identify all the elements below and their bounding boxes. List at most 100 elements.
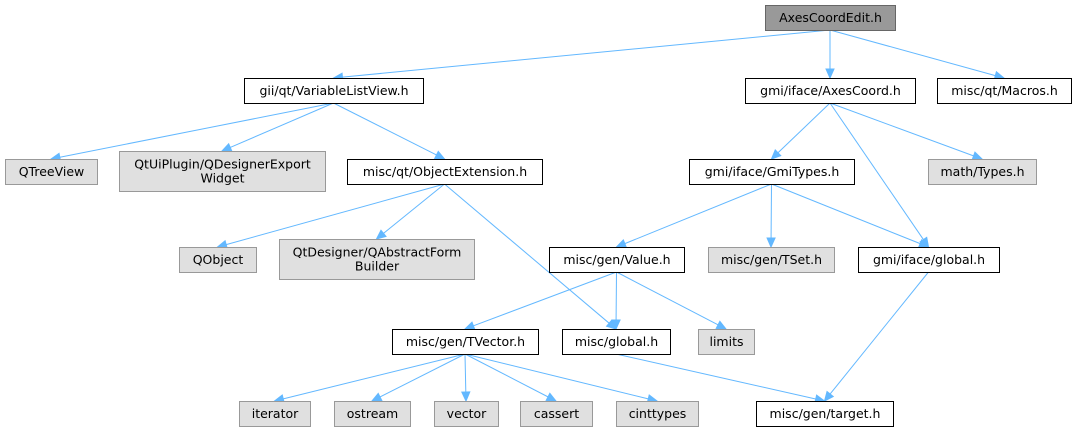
node-label: Widget	[200, 171, 244, 186]
node-label: QTreeView	[19, 164, 85, 179]
node-box	[689, 159, 855, 185]
node-qobject[interactable]: QObject	[179, 247, 257, 273]
node-label: AxesCoordEdit.h	[779, 10, 882, 25]
edge-arrowhead	[220, 142, 233, 152]
node-box	[434, 401, 499, 427]
edge-variablelistview-to-objectextension	[333, 102, 446, 160]
node-label: vector	[447, 406, 488, 421]
node-label: limits	[709, 334, 743, 349]
node-cassert[interactable]: cassert	[520, 401, 593, 427]
node-box	[708, 247, 835, 273]
edge-line	[283, 353, 466, 400]
node-tset[interactable]: misc/gen/TSet.h	[708, 247, 835, 273]
node-axescoordedit[interactable]: AxesCoordEdit.h	[765, 5, 896, 31]
edge-line	[464, 353, 549, 398]
node-label: cinttypes	[629, 406, 687, 421]
node-box	[520, 401, 593, 427]
edge-arrowhead	[370, 392, 383, 402]
node-label: math/Types.h	[941, 164, 1025, 179]
node-vector[interactable]: vector	[434, 401, 499, 427]
node-box	[549, 247, 685, 273]
node-box	[937, 78, 1072, 104]
node-gmitypes[interactable]: gmi/iface/GmiTypes.h	[689, 159, 855, 185]
node-variablelistview[interactable]: gii/qt/VariableListView.h	[244, 78, 424, 104]
node-ostream[interactable]: ostream	[334, 401, 411, 427]
node-box	[562, 329, 671, 355]
node-box	[244, 78, 424, 104]
node-box	[756, 401, 894, 427]
edge-line	[379, 353, 466, 398]
edge-objectextension-to-qabstractformbuilder	[375, 183, 445, 240]
node-value[interactable]: misc/gen/Value.h	[549, 247, 685, 273]
node-miscglobal[interactable]: misc/global.h	[562, 329, 671, 355]
edge-line	[829, 271, 929, 395]
edge-value-to-limits	[616, 271, 728, 330]
edge-tvector-to-iterator	[273, 353, 466, 404]
node-label: misc/gen/TSet.h	[721, 252, 822, 267]
edge-arrowhead	[461, 391, 471, 403]
edge-line	[230, 102, 334, 148]
node-mathtypes[interactable]: math/Types.h	[928, 159, 1037, 185]
edge-axescoordedit-to-axescoord	[825, 30, 835, 80]
edge-tvector-to-vector	[461, 353, 471, 403]
node-tvector[interactable]: misc/gen/TVector.h	[392, 329, 539, 355]
edge-arrowhead	[766, 237, 776, 249]
node-target[interactable]: misc/gen/target.h	[756, 401, 894, 427]
edge-miscglobal-to-target	[615, 353, 826, 404]
edge-objectextension-to-qobject	[216, 183, 445, 250]
node-label: QtDesigner/QAbstractForm	[293, 245, 462, 260]
edge-arrowhead	[611, 319, 621, 331]
edge-arrowhead	[545, 392, 558, 402]
edge-arrowhead	[615, 239, 628, 248]
node-label: ostream	[347, 406, 398, 421]
node-limits[interactable]: limits	[698, 329, 755, 355]
edge-arrowhead	[433, 150, 446, 160]
node-label: iterator	[252, 406, 299, 421]
edge-line	[383, 183, 445, 234]
node-label: gmi/iface/AxesCoord.h	[760, 83, 901, 98]
node-label: misc/gen/TVector.h	[406, 334, 525, 349]
edge-line	[616, 271, 719, 326]
node-box	[119, 151, 326, 192]
edge-arrowhead	[823, 390, 835, 402]
node-box	[765, 5, 896, 31]
edge-arrowhead	[770, 148, 782, 160]
edge-line	[771, 183, 921, 245]
edge-axescoordedit-to-variablelistview	[332, 29, 831, 82]
edge-gmitypes-to-ifaceglobal	[771, 183, 930, 248]
node-label: gmi/iface/GmiTypes.h	[705, 164, 840, 179]
node-label: QObject	[193, 252, 244, 267]
node-label: Builder	[355, 259, 400, 274]
node-label: QtUiPlugin/QDesignerExport	[134, 157, 311, 172]
edge-line	[473, 271, 617, 327]
edge-line	[464, 353, 649, 400]
edge-variablelistview-to-qdesignerexportwidget	[220, 102, 334, 152]
node-label: gii/qt/VariableListView.h	[259, 83, 408, 98]
edge-line	[615, 353, 816, 400]
edge-arrowhead	[971, 151, 984, 161]
edge-value-to-miscglobal	[611, 271, 621, 331]
node-box	[5, 159, 98, 185]
node-box	[279, 239, 475, 280]
edge-axescoord-to-gmitypes	[770, 102, 831, 160]
node-iterator[interactable]: iterator	[239, 401, 311, 427]
node-box	[239, 401, 311, 427]
node-label: gmi/iface/global.h	[873, 252, 985, 267]
node-axescoord[interactable]: gmi/iface/AxesCoord.h	[745, 78, 916, 104]
node-ifaceglobal[interactable]: gmi/iface/global.h	[858, 247, 1000, 273]
node-box	[928, 159, 1037, 185]
edge-line	[464, 353, 467, 393]
node-macros[interactable]: misc/qt/Macros.h	[937, 78, 1072, 104]
edge-tvector-to-ostream	[370, 353, 466, 402]
node-cinttypes[interactable]: cinttypes	[616, 401, 699, 427]
node-qtreeview[interactable]: QTreeView	[5, 159, 98, 185]
edge-arrowhead	[375, 229, 387, 240]
node-objectextension[interactable]: misc/qt/ObjectExtension.h	[347, 159, 543, 185]
node-label: misc/gen/target.h	[770, 406, 881, 421]
edge-axescoord-to-mathtypes	[829, 102, 984, 161]
nodes: AxesCoordEdit.h gii/qt/VariableListView.h…	[5, 5, 1072, 427]
edge-line	[829, 102, 974, 157]
